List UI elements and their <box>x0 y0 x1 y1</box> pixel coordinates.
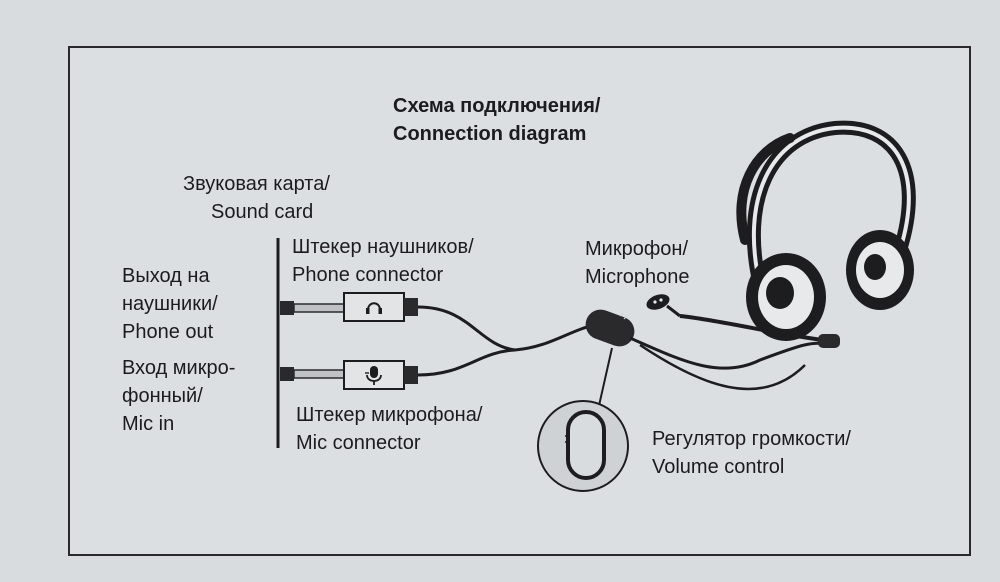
microphone-label: Микрофон/ Microphone <box>585 235 690 291</box>
phone-out-jack <box>280 301 345 315</box>
mic-connector-label-en: Mic connector <box>296 432 421 454</box>
phone-out-line-2: наушники/ <box>122 293 218 315</box>
microphone-label-ru: Микрофон/ <box>585 238 689 260</box>
mic-in-line-3: Mic in <box>122 413 175 435</box>
volume-control-label: Регулятор громкости/ Volume control <box>652 425 851 481</box>
sound-card-label: Звуковая карта/ Sound card <box>183 170 330 226</box>
phone-out-label: Выход на наушники/ Phone out <box>122 262 218 346</box>
volume-control-unit <box>585 309 635 347</box>
phone-out-line-1: Выход на <box>122 265 210 287</box>
mic-in-line-1: Вход микро- <box>122 357 236 379</box>
mic-in-jack <box>280 367 345 381</box>
phone-connector-label-ru: Штекер наушников/ <box>292 236 474 258</box>
sound-card-label-en: Sound card <box>211 201 314 223</box>
phone-cable <box>417 305 516 352</box>
title-line-2: Connection diagram <box>393 123 587 145</box>
headset-cable-split <box>639 343 806 391</box>
headphones-icon <box>366 302 382 314</box>
volume-leader-line <box>597 347 613 411</box>
headset <box>646 120 916 348</box>
microphone-label-en: Microphone <box>585 266 690 288</box>
mic-connector-label-ru: Штекер микрофона/ <box>296 404 483 426</box>
phone-connector-label-en: Phone connector <box>292 264 444 286</box>
sound-card-label-ru: Звуковая карта/ <box>183 173 330 195</box>
volume-control-label-en: Volume control <box>652 456 785 478</box>
volume-control-label-ru: Регулятор громкости/ <box>652 428 851 450</box>
mic-cable <box>417 348 516 377</box>
title-line-1: Схема подключения/ <box>393 95 601 117</box>
phone-out-line-3: Phone out <box>122 321 214 343</box>
headset-cable <box>629 336 831 370</box>
mic-in-label: Вход микро- фонный/ Mic in <box>122 354 235 438</box>
phone-connector-plug <box>343 292 418 322</box>
mic-connector-label: Штекер микрофона/ Mic connector <box>296 401 482 457</box>
diagram-title: Схема подключения/ Connection diagram <box>393 92 600 148</box>
volume-control-zoom <box>537 400 629 492</box>
main-cable <box>514 323 596 352</box>
mic-in-line-2: фонный/ <box>122 385 203 407</box>
microphone-icon <box>365 366 382 385</box>
phone-connector-label: Штекер наушников/ Phone connector <box>292 233 474 289</box>
mic-connector-plug <box>343 360 418 390</box>
